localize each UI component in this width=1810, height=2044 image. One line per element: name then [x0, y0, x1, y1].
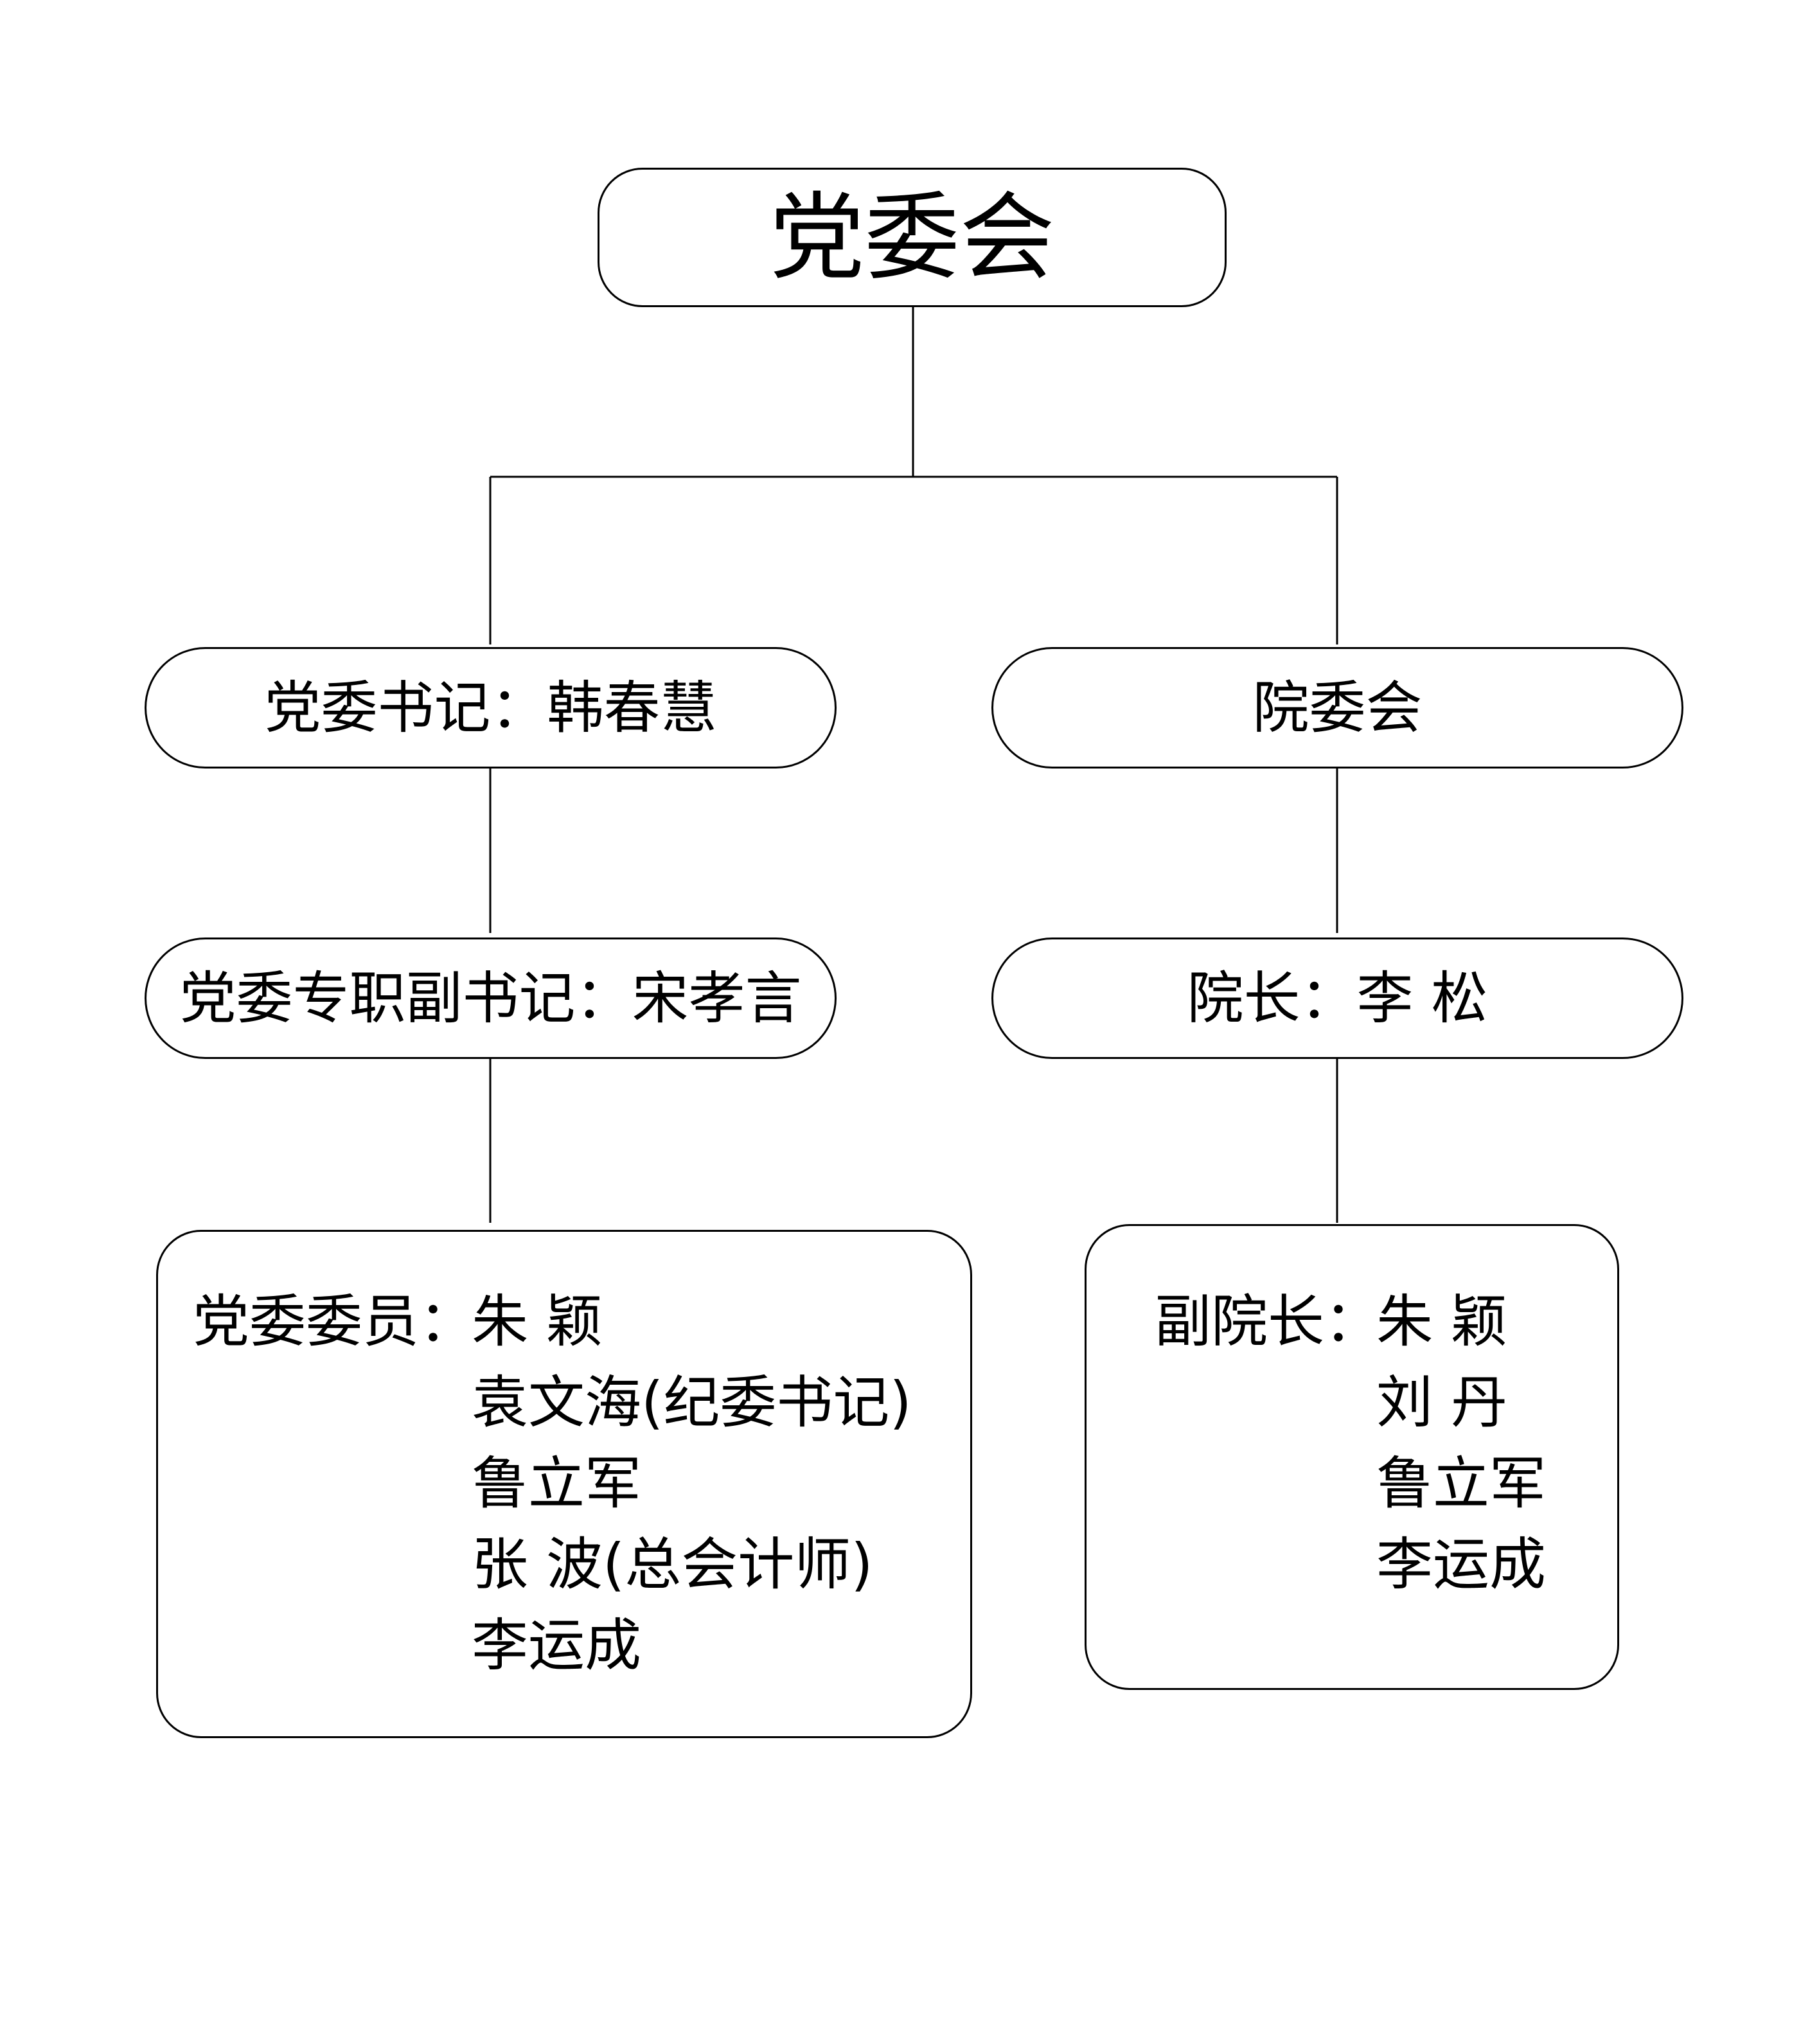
committee-members-node — [156, 1230, 972, 1738]
root-title: 党委会 — [769, 182, 1055, 293]
list-item: 鲁立军 — [472, 1450, 642, 1516]
president-label: 院长：李 松 — [1187, 964, 1488, 1031]
president-node: 院长：李 松 — [991, 938, 1683, 1059]
vice-presidents-node — [1085, 1224, 1619, 1690]
list-item: 鲁立军 — [1376, 1450, 1547, 1516]
list-item: 张 波(总会计师) — [472, 1531, 873, 1597]
list-item: 刘 丹 — [1376, 1369, 1507, 1435]
deputy-secretary-label: 党委专职副书记：宋孝言 — [179, 964, 802, 1031]
list-item: 朱 颖 — [1376, 1288, 1507, 1355]
list-item: 李运成 — [1376, 1531, 1547, 1597]
list-item: 袁文海(纪委书记) — [472, 1369, 912, 1435]
vice-presidents-heading: 副院长： — [1155, 1288, 1381, 1355]
root-node: 党委会 — [598, 168, 1227, 307]
secretary-node: 党委书记：韩春慧 — [145, 647, 837, 769]
deputy-secretary-node: 党委专职副书记：宋孝言 — [145, 938, 837, 1059]
secretary-label: 党委书记：韩春慧 — [264, 674, 717, 741]
list-item: 李运成 — [472, 1612, 642, 1678]
council-label: 院委会 — [1252, 674, 1423, 741]
committee-members-heading: 党委委员： — [193, 1288, 476, 1355]
list-item: 朱 颖 — [472, 1288, 603, 1355]
council-node: 院委会 — [991, 647, 1683, 769]
